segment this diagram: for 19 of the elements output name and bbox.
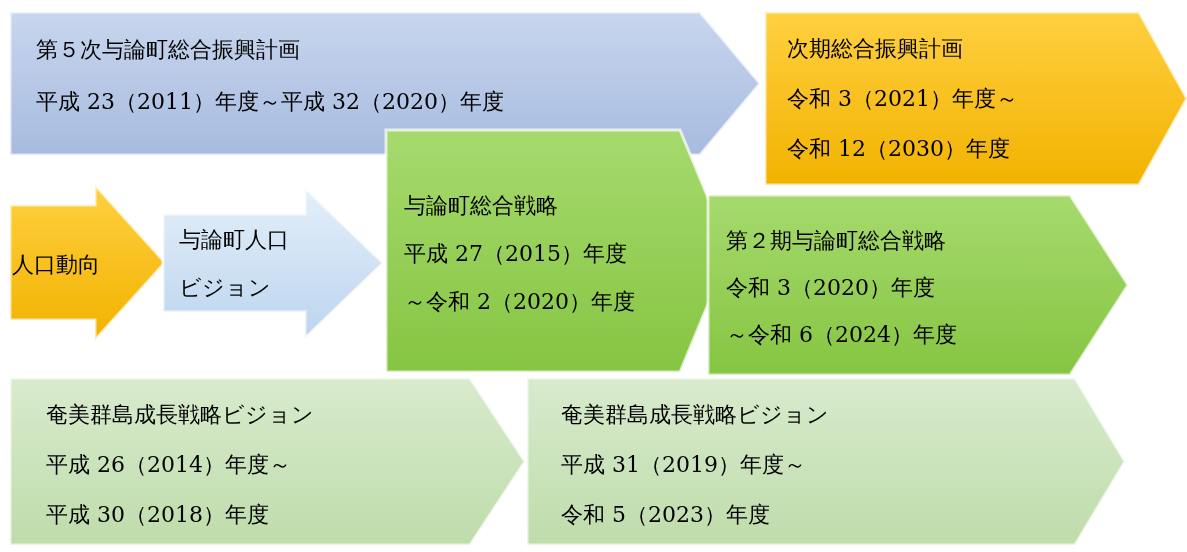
- plan-title: 第５次与論町総合振興計画: [36, 36, 300, 64]
- plan-title: 第２期与論町総合戦略: [726, 227, 946, 255]
- plan-text: ～令和 2（2020）年度: [404, 288, 635, 316]
- plan-text: 平成 26（2014）年度～: [46, 451, 291, 479]
- plan-text: 令和 12（2030）年度: [787, 135, 1010, 163]
- plan-text: 平成 31（2019）年度～: [561, 451, 806, 479]
- plan-text: 平成 30（2018）年度: [46, 501, 269, 529]
- plan-title: 与論町総合戦略: [404, 192, 558, 220]
- plan-text: ～令和 6（2024）年度: [726, 321, 957, 349]
- plan-text: 人口動向: [12, 251, 100, 279]
- plan-text: 令和 3（2020）年度: [726, 274, 935, 302]
- plan-text: 令和 3（2021）年度～: [787, 85, 1018, 113]
- plan-text: 平成 23（2011）年度～平成 32（2020）年度: [36, 88, 504, 116]
- plan-text: 与論町人口ビジョン: [179, 226, 289, 302]
- plan-text: 平成 27（2015）年度: [404, 240, 627, 268]
- plan-title: 奄美群島成長戦略ビジョン: [561, 401, 829, 429]
- plan-text: 令和 5（2023）年度: [561, 501, 770, 529]
- plan-title: 奄美群島成長戦略ビジョン: [46, 401, 314, 429]
- plan-title: 次期総合振興計画: [787, 35, 963, 63]
